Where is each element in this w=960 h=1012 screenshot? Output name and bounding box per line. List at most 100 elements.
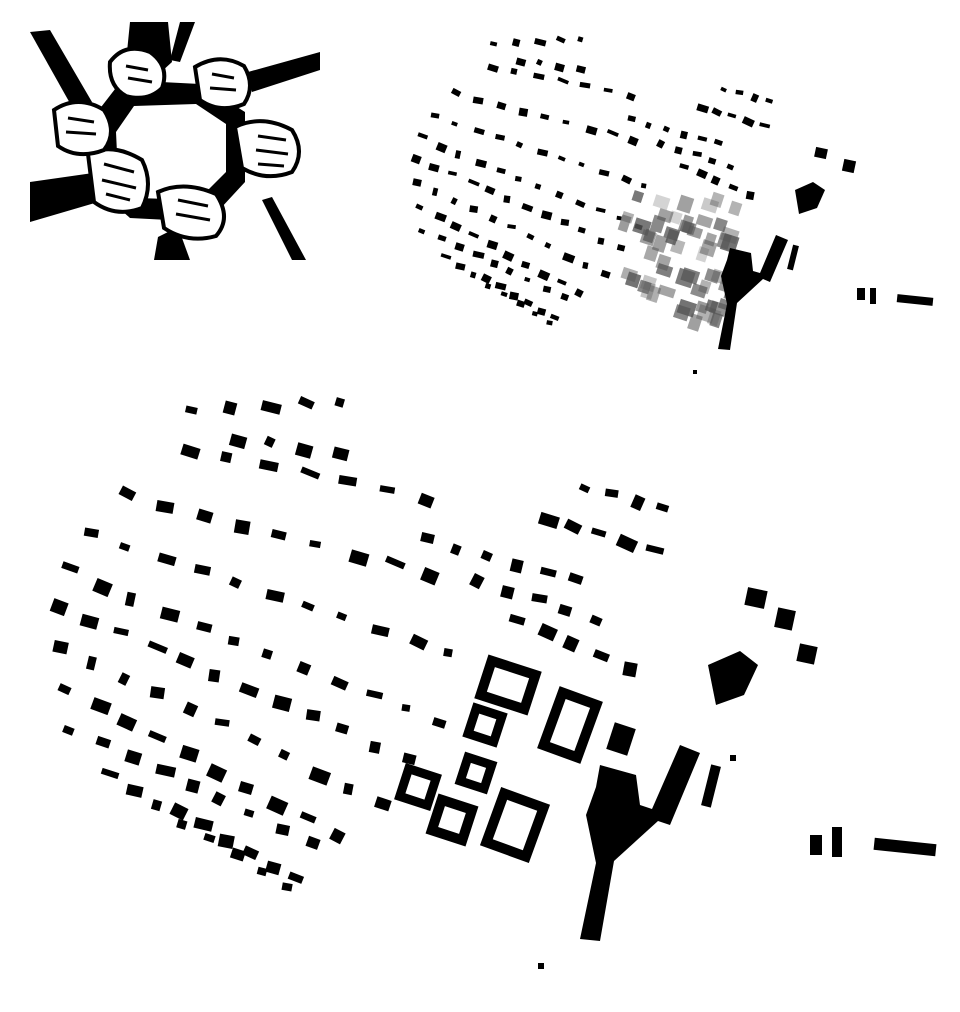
proposed-plan-building	[384, 555, 406, 570]
proposed-plan-building	[365, 689, 384, 700]
existing-plan-building	[496, 167, 506, 175]
existing-plan-building	[598, 169, 610, 177]
proposed-plan-building	[92, 577, 113, 598]
proposed-plan-building	[85, 655, 97, 671]
proposed-plan-building	[301, 600, 315, 612]
proposed-plan-building	[176, 818, 188, 830]
proposed-plan-building	[247, 733, 262, 747]
existing-plan-building	[625, 92, 636, 102]
existing-plan-building	[575, 199, 586, 208]
existing-plan-building	[515, 141, 524, 149]
civic-dot	[730, 755, 736, 761]
existing-plan-building	[662, 125, 670, 133]
proposed-plan-building	[531, 593, 548, 604]
existing-east-4	[857, 288, 865, 300]
east-building-7	[873, 837, 937, 857]
existing-plan-building	[579, 81, 591, 89]
existing-plan-building	[508, 291, 519, 301]
existing-plan-building	[535, 58, 543, 66]
proposed-plan-building	[615, 533, 639, 554]
existing-east-2	[814, 146, 828, 160]
existing-plan-building	[603, 87, 613, 93]
forearm-right-lower	[262, 197, 306, 260]
existing-plan-building	[496, 101, 507, 111]
existing-plan-building	[469, 205, 479, 213]
existing-plan-building	[531, 310, 539, 317]
proposed-plan-building	[243, 808, 255, 818]
proposed-plan-building	[348, 549, 370, 567]
existing-plan-building	[434, 211, 447, 223]
existing-civic-building	[718, 235, 788, 350]
proposed-plan-building	[149, 686, 166, 700]
proposed-plan-building	[196, 621, 213, 633]
existing-plan-building	[467, 178, 480, 187]
proposed-plan-building	[175, 651, 195, 669]
courtyard-block-7	[479, 786, 551, 864]
existing-plan-building	[437, 234, 447, 242]
proposed-plan-building	[147, 640, 168, 654]
proposed-plan-building	[95, 735, 112, 749]
existing-plan-building	[745, 190, 755, 201]
proposed-plan-building	[374, 796, 392, 812]
proposed-plan-building	[299, 811, 317, 824]
existing-civic-strip	[787, 244, 799, 271]
proposed-plan-building	[469, 572, 485, 590]
site-plan-existing-drawing	[410, 35, 934, 374]
existing-plan-building	[503, 195, 511, 204]
proposed-plan-building	[567, 572, 584, 585]
existing-plan-building	[640, 183, 647, 189]
existing-plan-building	[759, 122, 771, 129]
existing-marker-dot	[693, 370, 697, 374]
existing-plan-building	[415, 203, 424, 211]
existing-plan-building	[500, 291, 508, 298]
proposed-plan-building	[589, 614, 603, 627]
proposed-plan-building	[294, 442, 314, 459]
existing-plan-building	[692, 150, 703, 157]
overlay-building	[719, 226, 740, 245]
courtyard-block-5-ring	[394, 763, 442, 811]
existing-plan-building	[469, 271, 477, 279]
overlay-building	[728, 200, 743, 217]
proposed-plan-building	[401, 752, 417, 766]
overlay-building	[690, 282, 708, 299]
site-plan-proposed-drawing	[49, 396, 937, 969]
existing-plan-building	[472, 96, 484, 105]
proposed-plan-building	[185, 778, 201, 794]
east-building-4	[796, 643, 818, 665]
proposed-plan-building	[330, 675, 349, 691]
existing-plan-building	[450, 197, 458, 206]
east-building-1	[708, 651, 758, 705]
proposed-plan-building	[420, 567, 440, 586]
existing-plan-building	[539, 113, 550, 121]
existing-plan-building	[468, 231, 480, 239]
existing-plan-building	[557, 76, 570, 85]
proposed-plan-building	[539, 566, 557, 578]
linked-hands-illustration	[30, 22, 322, 262]
existing-plan-building	[536, 307, 547, 316]
proposed-plan-building	[124, 591, 137, 607]
proposed-plan-building	[342, 782, 354, 796]
existing-plan-building	[486, 239, 499, 251]
linked-hands-icon	[30, 22, 320, 260]
existing-plan-building	[521, 203, 534, 213]
existing-plan-building	[574, 288, 584, 298]
proposed-plan-building	[118, 542, 131, 552]
overlay-building	[645, 284, 662, 303]
proposed-plan-building	[297, 396, 315, 410]
proposed-plan-building	[117, 672, 131, 686]
courtyard-block-4-ring	[454, 751, 498, 795]
proposed-plan-building	[563, 518, 583, 535]
proposed-plan-building	[228, 576, 242, 589]
existing-east-3	[841, 158, 857, 174]
existing-plan-building	[620, 174, 633, 185]
proposed-plan-building	[379, 485, 396, 494]
overlay-building	[713, 217, 728, 233]
forearm-top-right	[170, 22, 195, 62]
existing-plan-building	[696, 103, 710, 114]
proposed-plan-building	[169, 802, 189, 821]
proposed-plan-building	[217, 833, 235, 849]
proposed-plan-building	[338, 475, 358, 487]
existing-plan-building	[644, 121, 652, 130]
existing-plan-building	[679, 130, 689, 140]
existing-plan-building	[440, 253, 452, 260]
